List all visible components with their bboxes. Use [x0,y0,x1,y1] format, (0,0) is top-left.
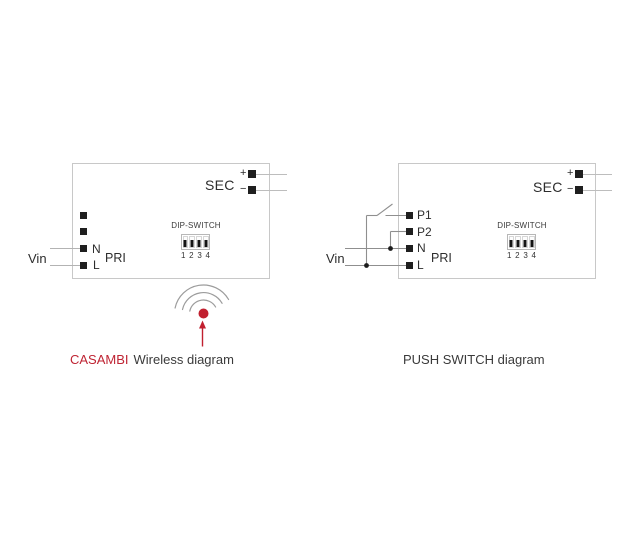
left-sec-minus-terminal [248,186,256,194]
dip-switch-lever-3 [522,236,528,248]
right-sec-minus-wire [583,190,612,191]
dip-handle-icon [204,240,208,247]
left-terminal-n [80,245,87,252]
left-dip-switch-label: DIP-SWITCH [171,221,221,230]
dip-handle-icon [516,240,520,247]
dip-number-4: 4 [531,251,536,260]
left-minus-sign: − [240,183,247,195]
left-sec-minus-wire [256,190,287,191]
dip-number-2: 2 [189,251,194,260]
red-dot-icon [198,308,209,319]
right-n-label: N [417,241,426,255]
left-sec-label: SEC [205,177,235,193]
right-p2-label: P2 [417,225,432,239]
left-dip-switch [181,234,210,250]
dip-number-3: 3 [197,251,202,260]
right-vin-label: Vin [326,251,345,266]
right-pri-label: PRI [431,251,452,265]
left-sec-plus-wire [256,174,287,175]
right-terminal-p1 [406,212,413,219]
dip-switch-lever-3 [196,236,202,248]
right-sec-plus-terminal [575,170,583,178]
left-n-label: N [92,242,101,256]
left-driver-box [72,163,270,279]
left-l-label: L [93,258,100,272]
left-sec-plus-terminal [248,170,256,178]
left-caption: CASAMBI Wireless diagram [70,352,234,367]
dip-switch-lever-4 [528,236,535,248]
junction-dot-l [364,263,369,268]
right-p1-label: P1 [417,208,432,222]
right-dip-switch [507,234,536,250]
left-terminal-unused-1 [80,212,87,219]
switch-blade-icon [376,203,393,216]
left-terminal-unused-2 [80,228,87,235]
right-terminal-n [406,245,413,252]
right-sec-minus-terminal [575,186,583,194]
right-caption: PUSH SWITCH diagram [403,352,545,367]
left-vin-wire-l [50,265,80,266]
right-driver-box [398,163,596,279]
right-plus-sign: + [567,167,574,179]
right-dip-switch-label: DIP-SWITCH [497,221,547,230]
dip-switch-lever-4 [202,236,209,248]
junction-dot-n [388,246,393,251]
dip-switch-lever-1 [182,236,189,248]
left-dip-switch-numbers: 1 2 3 4 [180,251,211,260]
dip-switch-lever-2 [189,236,195,248]
left-caption-text: Wireless diagram [133,352,234,367]
left-terminal-l [80,262,87,269]
dip-handle-icon [509,240,513,247]
dip-number-1: 1 [181,251,186,260]
dip-number-4: 4 [205,251,210,260]
right-dip-switch-numbers: 1 2 3 4 [506,251,537,260]
left-vin-label: Vin [28,251,47,266]
casambi-brand-text: CASAMBI [70,352,129,367]
right-terminal-p2 [406,228,413,235]
dip-handle-icon [197,240,201,247]
right-sec-plus-wire [583,174,612,175]
right-minus-sign: − [567,183,574,195]
dip-number-2: 2 [515,251,520,260]
dip-handle-icon [183,240,187,247]
push-switch-wiring [345,203,406,268]
dip-handle-icon [530,240,534,247]
dip-handle-icon [190,240,194,247]
right-l-label: L [417,258,424,272]
dip-switch-lever-2 [515,236,521,248]
dip-number-3: 3 [523,251,528,260]
wifi-signal-icon [174,284,230,347]
left-pri-label: PRI [105,251,126,265]
dip-switch-lever-1 [508,236,515,248]
dip-number-1: 1 [507,251,512,260]
right-sec-label: SEC [533,179,563,195]
left-plus-sign: + [240,167,247,179]
right-terminal-l [406,262,413,269]
left-vin-wire-n [50,248,80,249]
dip-handle-icon [523,240,527,247]
